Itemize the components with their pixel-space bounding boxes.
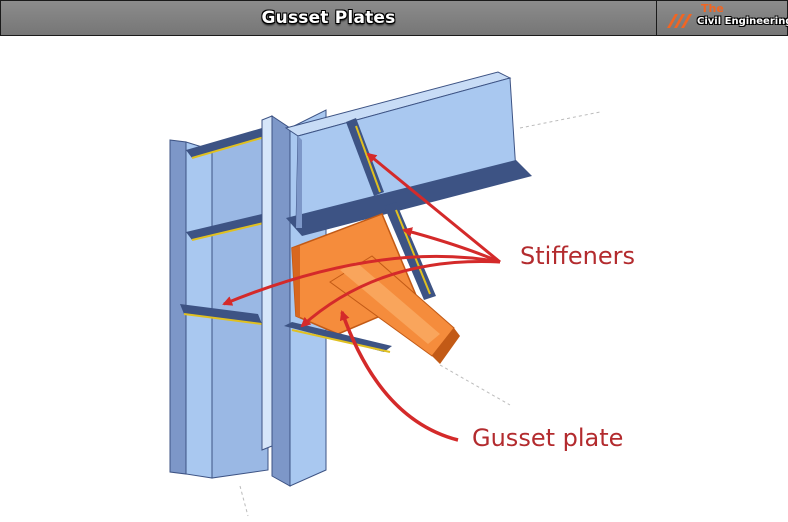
guide-line-lower <box>439 364 511 406</box>
column-stiffener-lower <box>180 304 263 325</box>
page-title: Gusset Plates <box>261 8 396 28</box>
arrow-to-column-stiffener <box>222 254 501 306</box>
label-gusset-plate: Gusset plate <box>472 424 624 452</box>
beam-stiffener-flange <box>384 202 436 300</box>
brand-name: Civil Engineering <box>697 16 788 27</box>
beam <box>284 71 532 236</box>
brand-logo: The Civil Engineering <box>657 1 788 35</box>
brand-logo-icon <box>667 14 692 28</box>
column-stiffener-middle <box>186 214 269 241</box>
title-area: Gusset Plates <box>1 1 657 35</box>
column-stiffener-top <box>186 128 269 159</box>
arrow-to-beam-stiffener <box>366 152 501 264</box>
header-bar: Gusset Plates The Civil Engineering <box>0 0 788 36</box>
brand-the: The <box>701 2 724 15</box>
guide-line-bottom <box>239 485 249 517</box>
arrow-to-bottom-stiffener <box>300 260 501 328</box>
connection-diagram <box>169 71 601 517</box>
gusset-stiffener-bottom <box>284 322 392 353</box>
label-stiffeners: Stiffeners <box>520 242 635 270</box>
guide-line-upper <box>519 111 601 129</box>
arrow-to-flange-stiffener <box>402 227 501 264</box>
arrow-to-gusset-plate <box>339 310 459 442</box>
stiffener-arrows <box>222 152 501 328</box>
